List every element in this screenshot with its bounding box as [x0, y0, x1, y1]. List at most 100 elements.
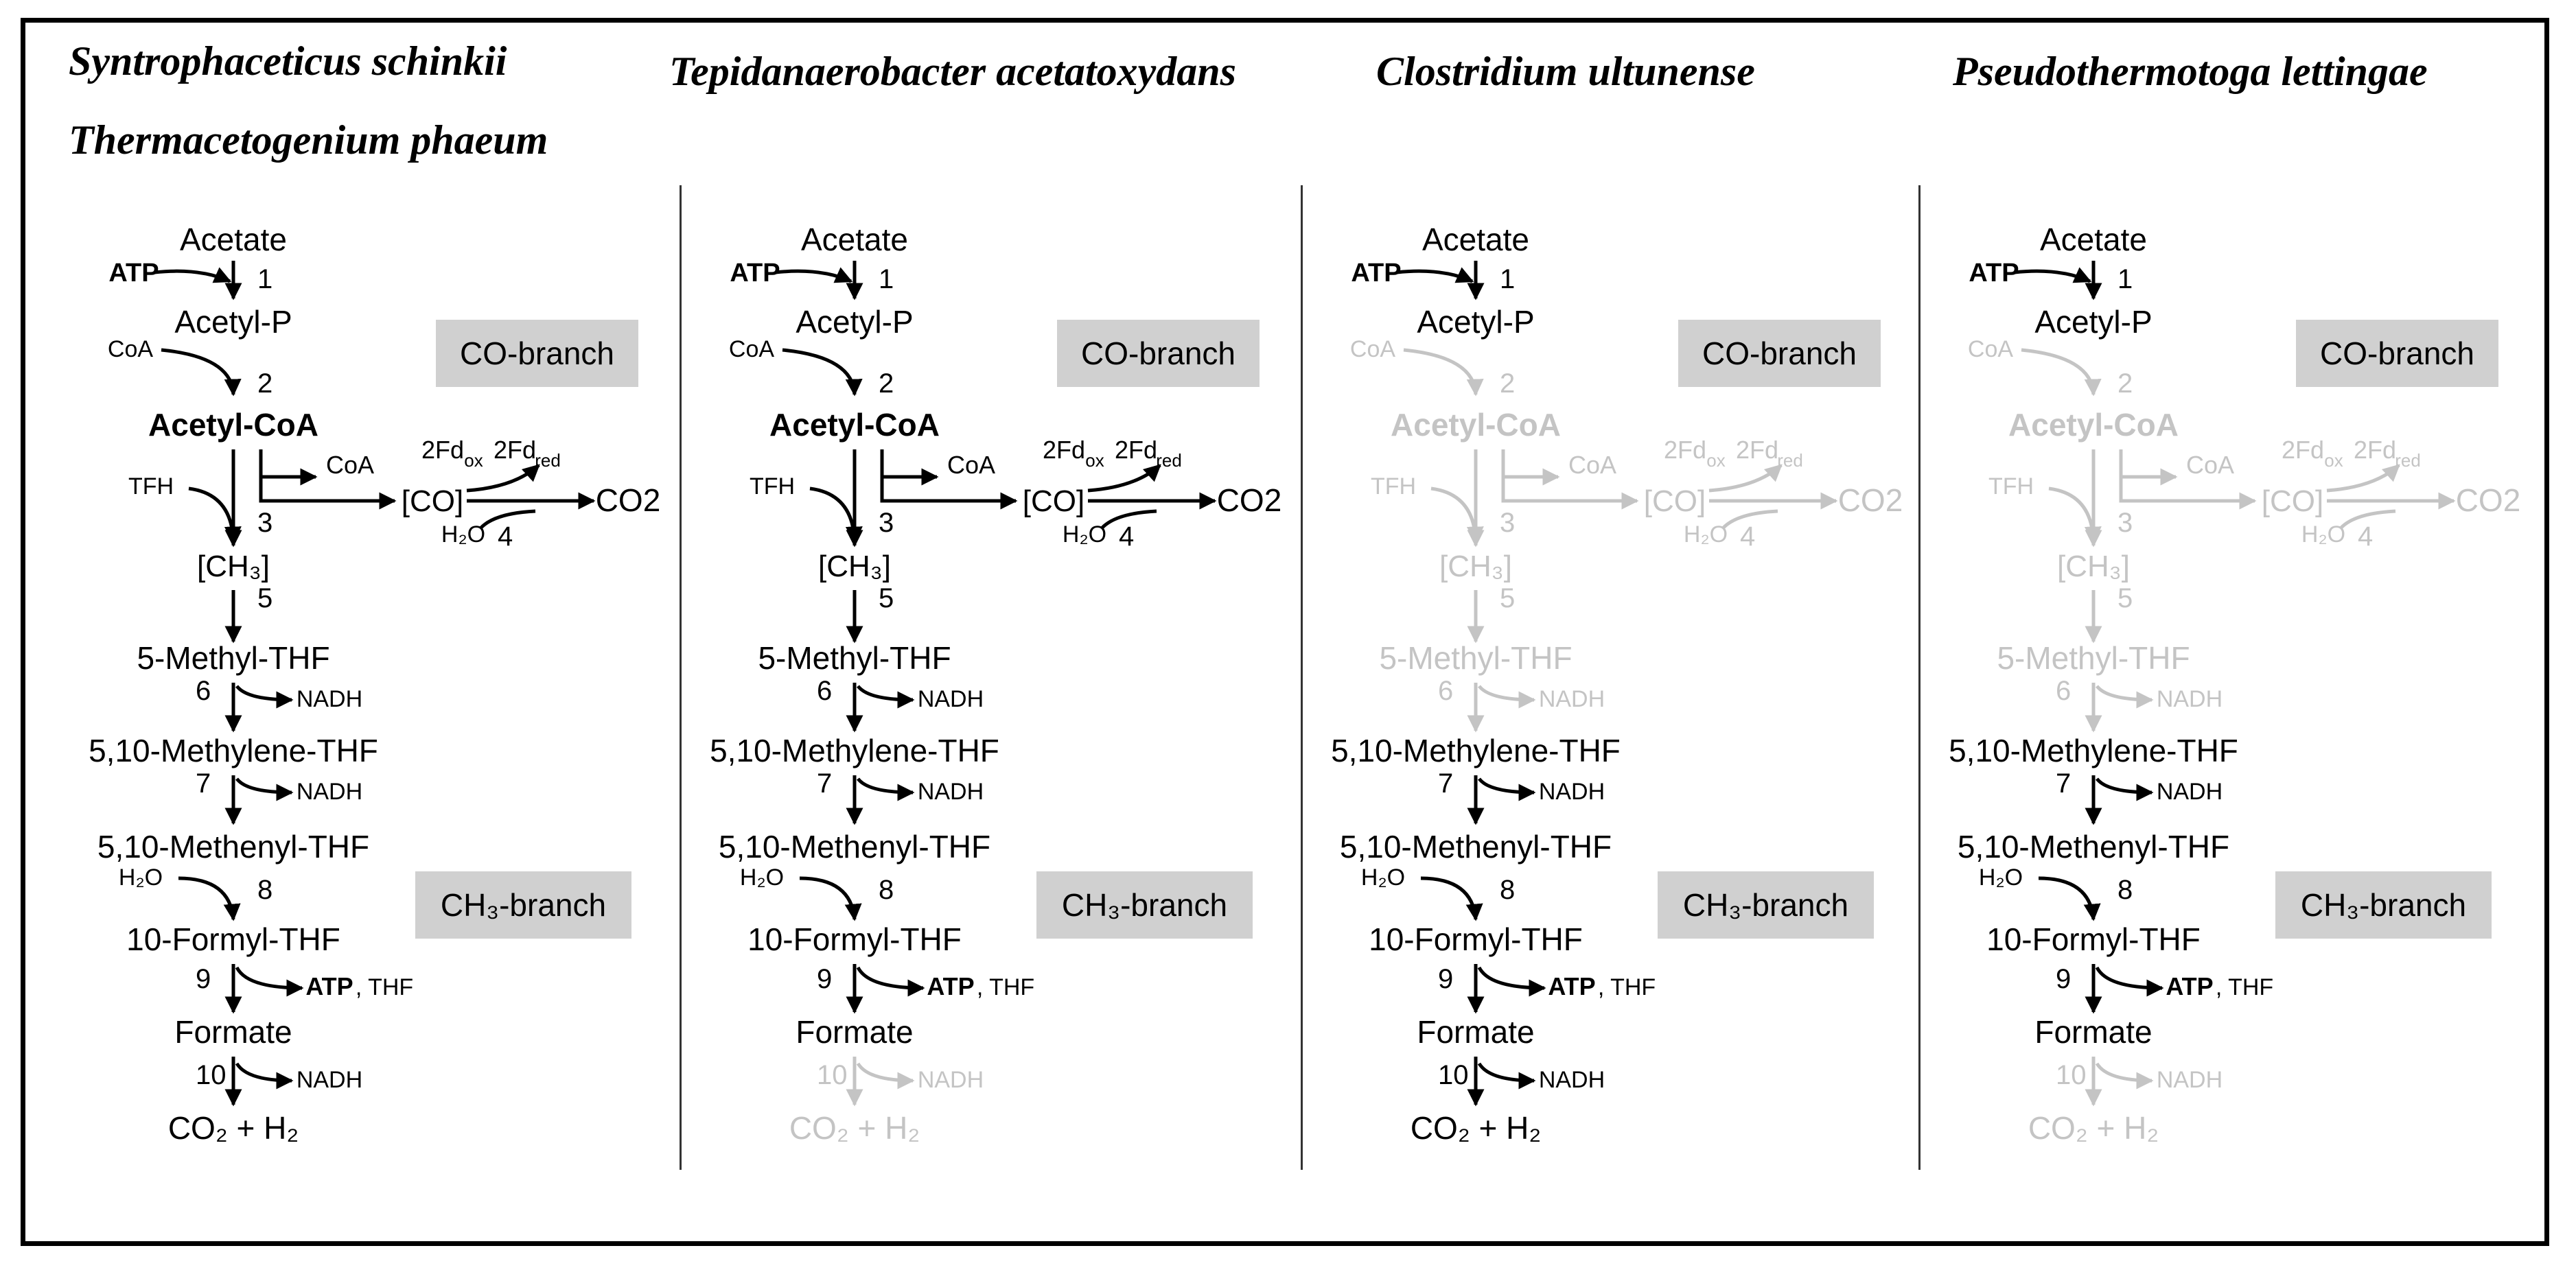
organism-title: Syntrophaceticus schinkii — [69, 38, 507, 84]
cofactor-label: , THF — [356, 974, 413, 1000]
fd-red-label: 2Fd — [2354, 436, 2396, 464]
metabolite-label: 5-Methyl-THF — [1997, 640, 2190, 676]
reaction-arrow — [782, 348, 863, 397]
metabolite-label: 10-Formyl-THF — [747, 921, 962, 957]
fd-ox-label: 2Fd — [1043, 436, 1085, 464]
step-number: 10 — [2056, 1060, 2087, 1090]
fd-ox-label: 2Fd — [2282, 436, 2324, 464]
metabolite-label: 5,10-Methylene-THF — [1949, 733, 2238, 768]
step-number: 5 — [1500, 583, 1515, 613]
cofactor-label: , THF — [1598, 974, 1656, 1000]
organism-title: Tepidanaerobacter acetatoxydans — [669, 49, 1237, 94]
step-number: 8 — [879, 875, 894, 905]
metabolite-label: [CH₃] — [2057, 550, 2130, 583]
reaction-arrow — [259, 477, 397, 510]
reaction-arrow — [2096, 685, 2154, 709]
reaction-arrow — [856, 1062, 915, 1090]
step-number: 7 — [196, 768, 211, 799]
metabolite-label: [CH₃] — [197, 550, 270, 583]
step-number: 3 — [2117, 508, 2133, 538]
metabolite-label: [CO] — [402, 484, 463, 518]
metabolite-label: CO2 — [596, 482, 661, 518]
metabolite-label: [CH₃] — [818, 550, 891, 583]
cofactor-label: H₂O — [740, 865, 784, 891]
reaction-arrow — [1100, 509, 1157, 530]
metabolite-label: 5-Methyl-THF — [137, 640, 329, 676]
metabolite-label: [CO] — [1644, 484, 1706, 518]
fd-red-label: 2Fd — [1115, 436, 1157, 464]
cofactor-label: NADH — [1539, 779, 1605, 805]
reaction-arrow — [2339, 509, 2396, 530]
fd-red-label: 2Fd — [494, 436, 536, 464]
reaction-arrow — [1477, 966, 1546, 997]
cofactor-label: NADH — [1539, 686, 1605, 712]
step-number: 5 — [257, 583, 272, 613]
step-number: 2 — [2117, 368, 2133, 399]
reaction-arrow — [1501, 449, 1560, 486]
cofactor-label: H₂O — [1684, 521, 1728, 548]
panel-divider — [1301, 185, 1303, 1170]
cofactor-label: TFH — [1988, 473, 2034, 499]
cofactor-label: H₂O — [2301, 521, 2345, 548]
ch3-branch-label: CH₃-branch — [1658, 871, 1874, 939]
metabolite-label: CO₂ + H₂ — [168, 1110, 299, 1146]
panel-divider — [680, 185, 682, 1170]
co-branch-label: CO-branch — [1057, 320, 1260, 387]
metabolite-label: Acetate — [801, 222, 908, 257]
step-number: 6 — [817, 676, 832, 706]
reaction-arrow — [1721, 509, 1778, 530]
metabolite-label: Acetyl-P — [2034, 304, 2152, 340]
reaction-arrow — [479, 509, 536, 530]
reaction-arrow — [1501, 477, 1639, 510]
cofactor-label: ATP — [1351, 259, 1401, 287]
reaction-arrow — [1477, 1062, 1536, 1090]
reaction-arrow — [2095, 1062, 2154, 1090]
cofactor-label: H₂O — [441, 521, 485, 548]
step-number: 1 — [2117, 264, 2133, 294]
cofactor-label: ATP — [1969, 259, 2019, 287]
step-number: 9 — [1438, 964, 1453, 994]
step-number: 3 — [879, 508, 894, 538]
cofactor-label: H₂O — [1361, 865, 1405, 891]
step-number: 4 — [1740, 521, 1755, 552]
fd-red-subscript: red — [1156, 450, 1182, 471]
figure-frame — [21, 18, 2549, 1246]
reaction-arrow — [1708, 464, 1783, 493]
reaction-arrow — [880, 449, 939, 486]
reaction-arrow — [235, 777, 294, 801]
cofactor-label: NADH — [2157, 779, 2223, 805]
fd-ox-subscript: ox — [464, 450, 483, 471]
step-number: 5 — [879, 583, 894, 613]
organism-title: Clostridium ultunense — [1376, 49, 1755, 94]
metabolite-label: CO₂ + H₂ — [2028, 1110, 2159, 1146]
metabolite-label: Formate — [2034, 1014, 2152, 1050]
step-number: 4 — [1119, 521, 1134, 552]
metabolite-label: Acetyl-CoA — [2008, 407, 2179, 443]
reaction-arrow — [775, 267, 853, 283]
metabolite-label: 5,10-Methenyl-THF — [97, 829, 369, 865]
reaction-arrow — [2038, 876, 2101, 921]
step-number: 7 — [817, 768, 832, 799]
reaction-arrow — [809, 486, 863, 544]
step-number: 9 — [196, 964, 211, 994]
step-number: 4 — [498, 521, 513, 552]
reaction-arrow — [235, 966, 304, 997]
reaction-arrow — [161, 348, 242, 397]
reaction-arrow — [1420, 876, 1483, 921]
metabolite-label: Formate — [796, 1014, 913, 1050]
reaction-arrow — [466, 464, 540, 493]
step-number: 6 — [2056, 676, 2071, 706]
cofactor-label: NADH — [1539, 1067, 1605, 1093]
reaction-arrow — [2119, 449, 2178, 486]
cofactor-label: NADH — [297, 686, 362, 712]
step-number: 5 — [2117, 583, 2133, 613]
cofactor-label: TFH — [750, 473, 795, 499]
reaction-arrow — [1087, 464, 1161, 493]
fd-ox-subscript: ox — [1085, 450, 1104, 471]
metabolite-label: Formate — [1417, 1014, 1534, 1050]
